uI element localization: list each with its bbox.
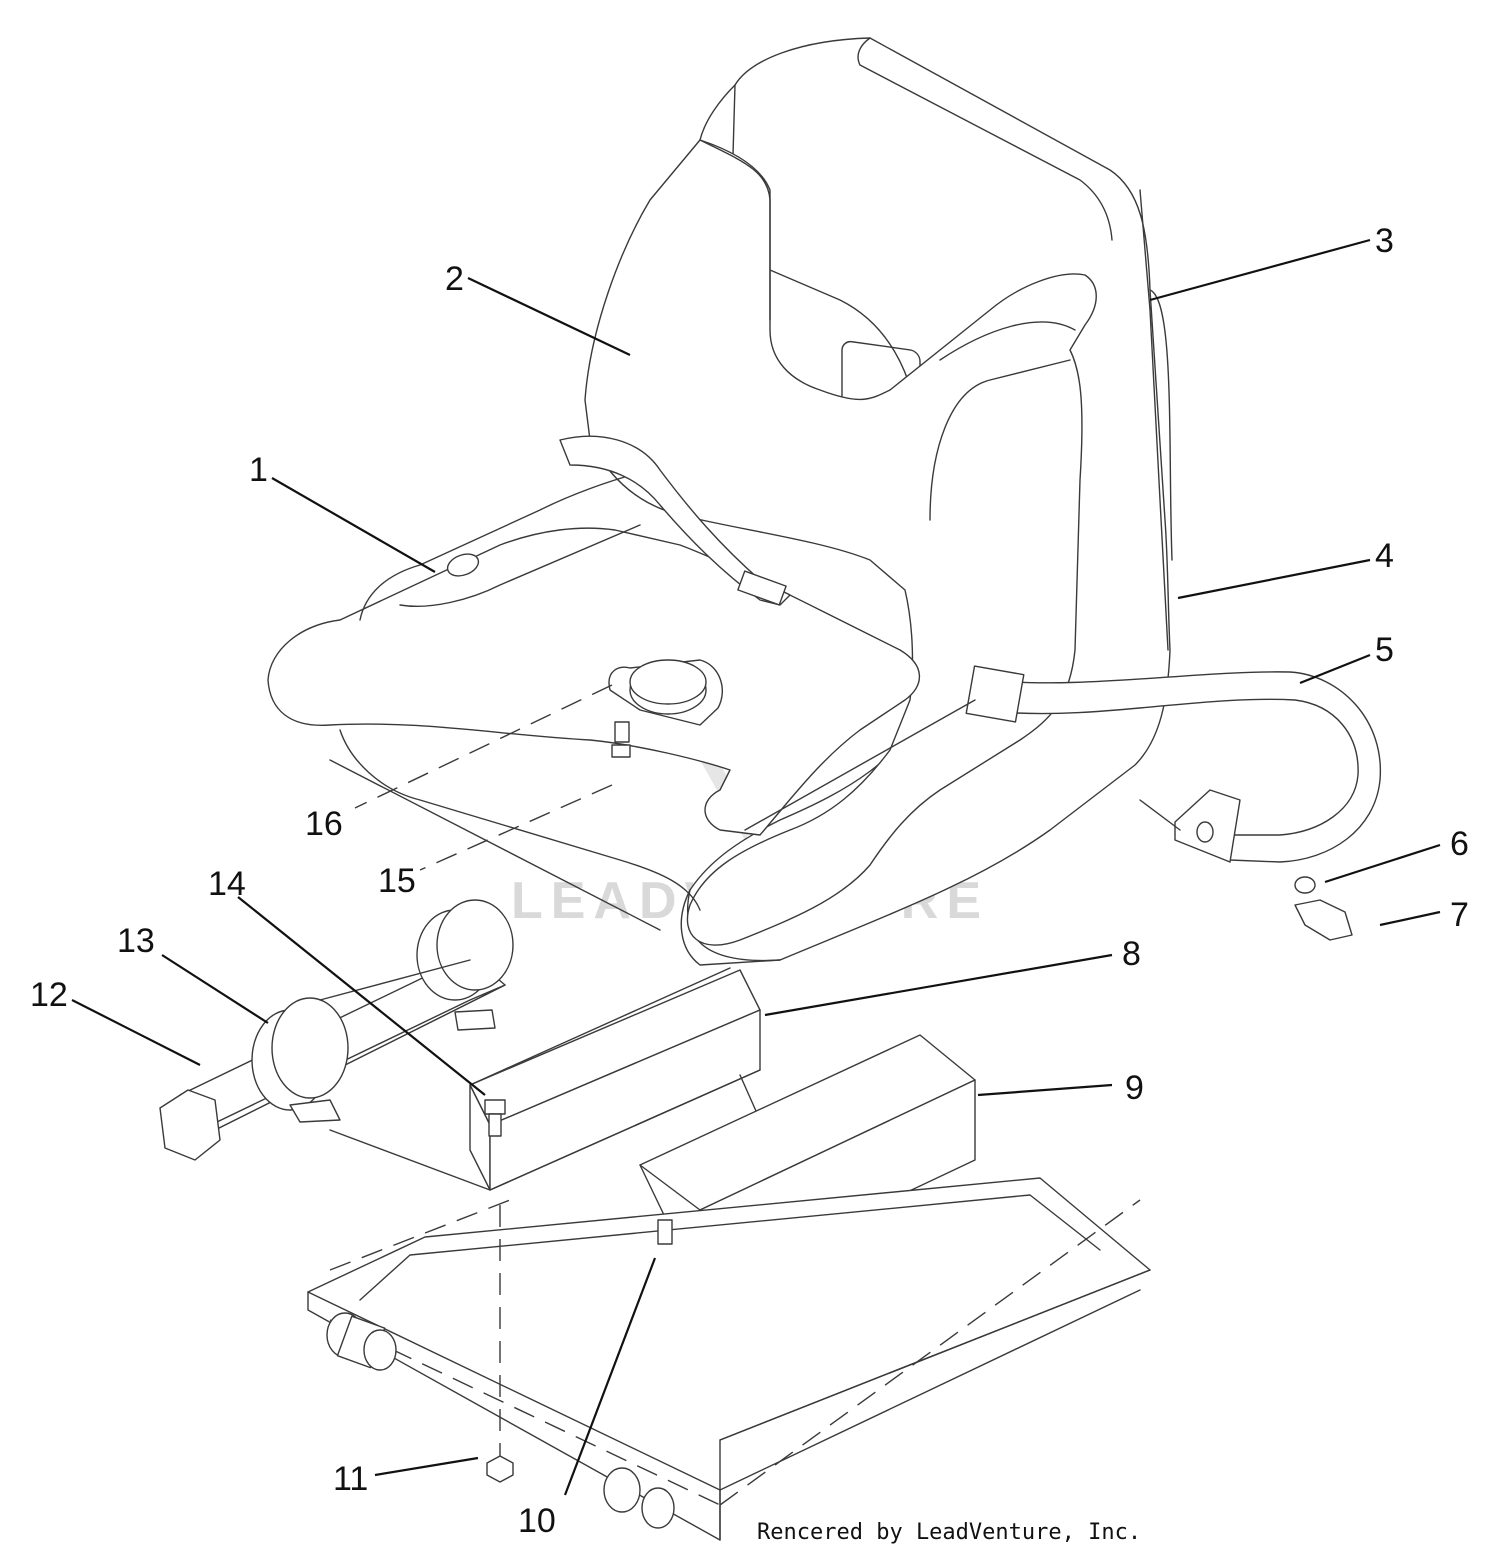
callout-11: 11 [333, 1460, 368, 1498]
leaders [71, 238, 1441, 1496]
belt-hardware [1294, 876, 1353, 941]
leader-14 [237, 896, 486, 1096]
seat-switch [354, 659, 723, 871]
seat-belt-right-strap [744, 665, 1382, 863]
leader-9 [977, 1083, 1113, 1097]
callout-13: 13 [117, 922, 155, 960]
mounting-bar [159, 899, 514, 1191]
leader-13 [161, 954, 269, 1024]
callout-16: 16 [305, 805, 343, 843]
leader-2 [467, 277, 631, 356]
leader-11 [374, 1456, 479, 1477]
seat-cushion [267, 139, 1097, 946]
callout-7: 7 [1450, 896, 1469, 934]
callout-10: 10 [518, 1502, 556, 1540]
callout-12: 12 [30, 976, 68, 1014]
leader-5 [1299, 653, 1371, 685]
callout-15: 15 [378, 862, 416, 900]
leader-10 [563, 1257, 657, 1496]
leader-6 [1324, 843, 1441, 884]
callout-labels: 1 2 3 4 5 6 7 8 9 10 11 12 13 14 15 16 [30, 222, 1469, 1540]
callout-3: 3 [1375, 222, 1394, 260]
callout-6: 6 [1450, 825, 1469, 863]
seat-belt-left-strap [559, 435, 791, 606]
callout-5: 5 [1375, 631, 1394, 669]
leader-1 [271, 477, 436, 573]
callout-4: 4 [1375, 537, 1394, 575]
leader-3 [1149, 238, 1371, 302]
seat-base-pan [307, 1177, 1151, 1541]
seat-rail-8 [469, 967, 761, 1191]
callout-2: 2 [445, 260, 464, 298]
callout-14: 14 [208, 865, 246, 903]
leader-8 [764, 953, 1113, 1017]
leader-12 [71, 999, 201, 1066]
leader-4 [1177, 558, 1371, 600]
callout-9: 9 [1125, 1069, 1144, 1107]
callout-1: 1 [249, 451, 268, 489]
callout-8: 8 [1122, 935, 1141, 973]
leader-7 [1379, 910, 1441, 927]
render-credit: Rencered by LeadVenture, Inc. [757, 1520, 1142, 1545]
